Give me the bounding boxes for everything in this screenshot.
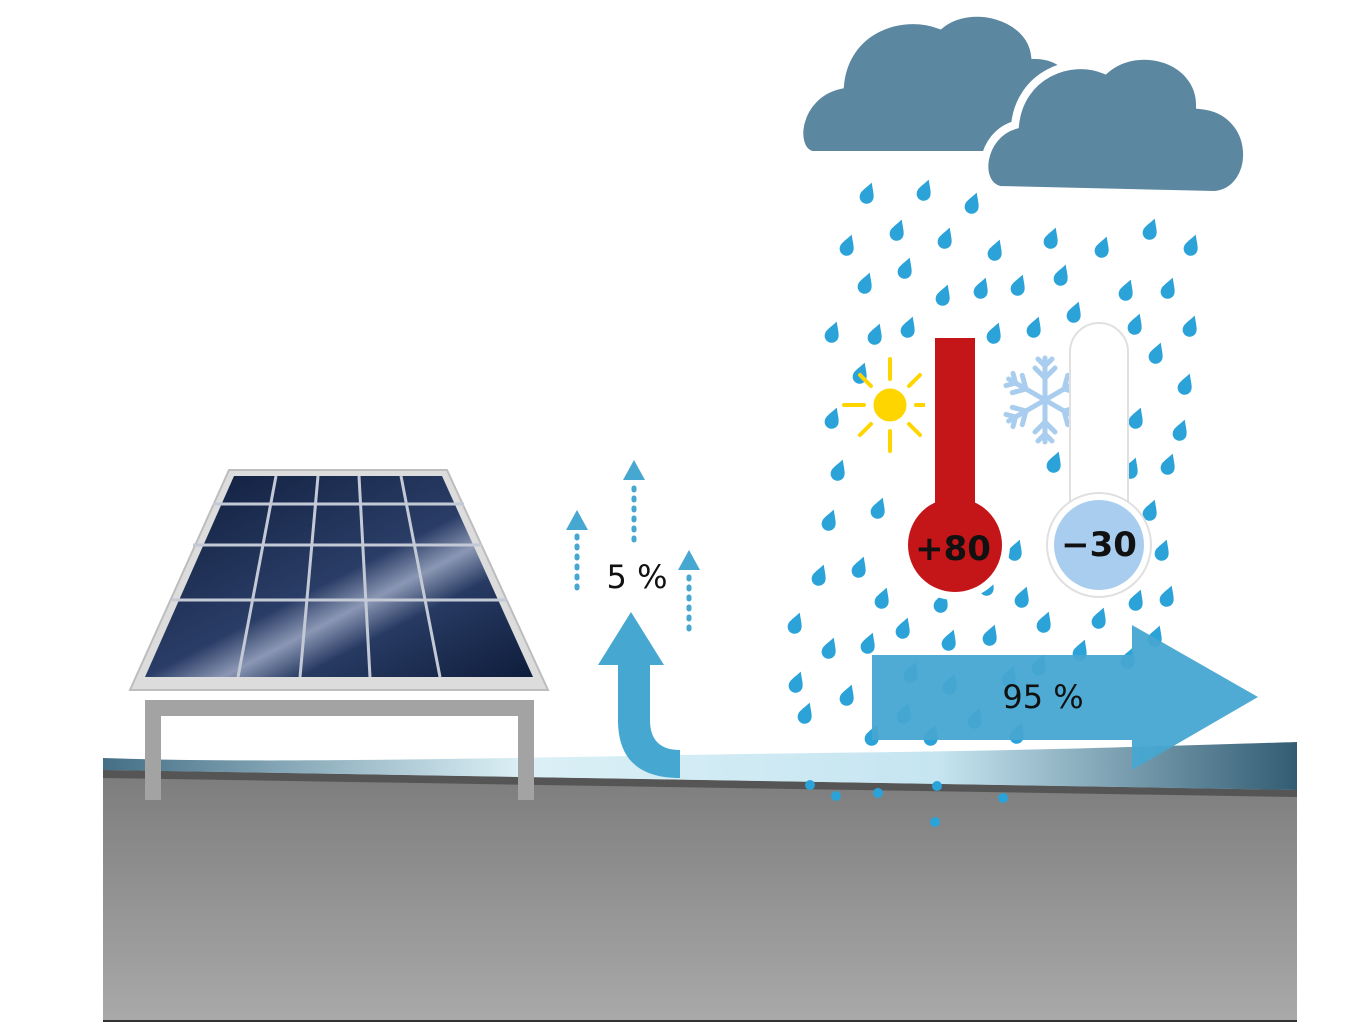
ground bbox=[103, 770, 1297, 1020]
raindrop-icon bbox=[895, 255, 917, 281]
raindrop-icon bbox=[849, 554, 871, 580]
raindrop-icon bbox=[795, 700, 817, 726]
raindrop-icon bbox=[855, 270, 877, 296]
raindrop-icon bbox=[1180, 313, 1202, 339]
raindrop-icon bbox=[887, 217, 909, 243]
infiltration-dots bbox=[805, 780, 1008, 827]
raindrop-icon bbox=[822, 405, 844, 431]
raindrop-icon bbox=[1089, 605, 1111, 631]
cloud-icon bbox=[795, 8, 1251, 200]
raindrop-icon bbox=[1158, 451, 1180, 477]
raindrop-icon bbox=[1008, 272, 1030, 298]
raindrop-icon bbox=[980, 622, 1002, 648]
raindrop-icon bbox=[822, 319, 844, 345]
raindrop-icon bbox=[933, 282, 955, 308]
raindrop-icon bbox=[893, 615, 915, 641]
raindrop-icon bbox=[985, 237, 1007, 263]
raindrop-icon bbox=[1125, 311, 1147, 337]
raindrop-icon bbox=[809, 562, 831, 588]
runoff-arrow bbox=[872, 625, 1258, 770]
raindrop-icon bbox=[868, 495, 890, 521]
raindrop-icon bbox=[971, 275, 993, 301]
snowflake-icon bbox=[1004, 355, 1087, 442]
raindrop-icon bbox=[1140, 216, 1162, 242]
evaporation-percent-label: 5 % bbox=[607, 558, 668, 596]
raindrop-icon bbox=[898, 314, 920, 340]
raindrop-icon bbox=[819, 507, 841, 533]
raindrop-icon bbox=[1126, 405, 1148, 431]
raindrop-icon bbox=[1044, 449, 1066, 475]
ground-edge bbox=[103, 770, 1297, 797]
raindrop-icon bbox=[857, 180, 879, 206]
raindrop-icon bbox=[1024, 314, 1046, 340]
raindrop-icon bbox=[1175, 371, 1197, 397]
water-surface bbox=[103, 742, 1297, 790]
raindrop-icon bbox=[1158, 275, 1180, 301]
thermometer-hot-icon bbox=[900, 325, 1010, 600]
raindrop-icon bbox=[962, 190, 984, 216]
raindrop-icon bbox=[837, 682, 859, 708]
raindrop-icon bbox=[939, 627, 961, 653]
raindrop-icon bbox=[1041, 225, 1063, 251]
raindrop-icon bbox=[786, 669, 808, 695]
thermometer-cold-icon bbox=[1046, 322, 1152, 598]
raindrop-icon bbox=[1157, 583, 1179, 609]
raindrop-icon bbox=[858, 630, 880, 656]
raindrop-icon bbox=[1152, 537, 1174, 563]
raindrop-icon bbox=[785, 610, 807, 636]
raindrop-icon bbox=[914, 177, 936, 203]
temp-low-label: −30 bbox=[1061, 525, 1137, 565]
evaporation-arrows bbox=[566, 460, 700, 640]
raindrop-icon bbox=[1146, 340, 1168, 366]
runoff-percent-label: 95 % bbox=[1002, 678, 1083, 716]
raindrop-icon bbox=[1092, 234, 1114, 260]
raindrop-icon bbox=[1181, 232, 1203, 258]
raindrop-icon bbox=[984, 320, 1006, 346]
raindrop-icon bbox=[1051, 262, 1073, 288]
raindrop-icon bbox=[1064, 299, 1086, 325]
raindrop-icon bbox=[1012, 584, 1034, 610]
raindrop-icon bbox=[828, 457, 850, 483]
raindrop-icon bbox=[819, 635, 841, 661]
raindrop-icon bbox=[1116, 277, 1138, 303]
solar-panel-icon bbox=[128, 469, 550, 800]
temp-high-label: +80 bbox=[915, 529, 991, 569]
raindrop-icon bbox=[837, 232, 859, 258]
raindrop-icon bbox=[1034, 609, 1056, 635]
raindrop-icon bbox=[1126, 587, 1148, 613]
raindrop-icon bbox=[1170, 417, 1192, 443]
raindrop-icon bbox=[935, 225, 957, 251]
raindrop-icon bbox=[872, 585, 894, 611]
sun-icon bbox=[842, 357, 938, 453]
raindrop-icon bbox=[865, 321, 887, 347]
evaporation-arrow bbox=[598, 612, 680, 778]
